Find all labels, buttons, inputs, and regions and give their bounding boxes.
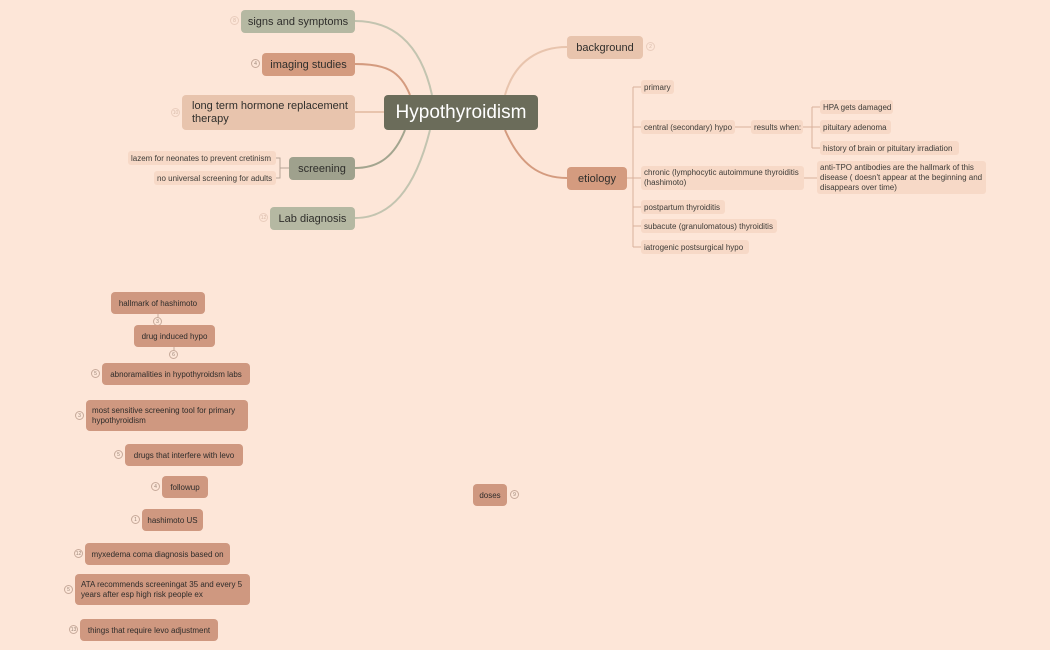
floating-topic[interactable]: myxedema coma diagnosis based on: [85, 543, 230, 565]
collapsed-count-badge[interactable]: 5: [91, 369, 100, 378]
collapsed-count-badge[interactable]: 4: [251, 59, 260, 68]
topic-lab-diagnosis[interactable]: Lab diagnosis: [270, 207, 355, 230]
floating-topic[interactable]: most sensitive screening tool for primar…: [86, 400, 248, 431]
etiology-item-subacute[interactable]: subacute (granulomatous) thyroiditis: [641, 219, 777, 233]
etiology-item-primary[interactable]: primary: [641, 80, 674, 94]
etiology-item-central[interactable]: central (secondary) hypo: [641, 120, 735, 134]
link-imaging: [354, 63, 411, 96]
collapsed-count-badge[interactable]: 5: [114, 450, 123, 459]
topic-background[interactable]: background: [567, 36, 643, 59]
floating-topic[interactable]: hashimoto US: [142, 509, 203, 531]
screening-item[interactable]: no universal screening for adults: [154, 171, 276, 185]
results-item[interactable]: HPA gets damaged: [820, 100, 893, 114]
topic-screening[interactable]: screening: [289, 157, 355, 180]
screening-item[interactable]: lazem for neonates to prevent cretinism: [128, 151, 276, 165]
etiology-item-postpartum[interactable]: postpartum thyroiditis: [641, 200, 725, 214]
root-topic-hypothyroidism[interactable]: Hypothyroidism: [384, 95, 538, 130]
results-item[interactable]: pituitary adenoma: [820, 120, 891, 134]
link-signs: [354, 20, 433, 96]
link-etiology: [504, 129, 568, 179]
floating-topic[interactable]: drugs that interfere with levo: [125, 444, 243, 466]
etiology-item-iatrogenic[interactable]: iatrogenic postsurgical hypo: [641, 240, 749, 254]
results-item[interactable]: history of brain or pituitary irradiatio…: [820, 141, 959, 155]
collapsed-count-badge[interactable]: 12: [259, 213, 268, 222]
link-screening: [354, 129, 406, 169]
etiology-item-chronic[interactable]: chronic (lymphocytic autoimmune thyroidi…: [641, 166, 804, 190]
collapsed-count-badge[interactable]: 1: [131, 515, 140, 524]
collapsed-count-badge[interactable]: 9: [510, 490, 519, 499]
collapsed-count-badge[interactable]: 2: [646, 42, 655, 51]
chronic-anti-tpo-note[interactable]: anti-TPO antibodies are the hallmark of …: [817, 161, 986, 194]
topic-etiology[interactable]: etiology: [567, 167, 627, 190]
collapsed-count-badge[interactable]: 8: [230, 16, 239, 25]
collapsed-count-badge[interactable]: 5: [64, 585, 73, 594]
central-results-when[interactable]: results when:: [751, 120, 803, 134]
collapsed-count-badge[interactable]: 10: [171, 108, 180, 117]
link-lab: [354, 129, 431, 219]
collapsed-count-badge[interactable]: 13: [69, 625, 78, 634]
floating-topic[interactable]: things that require levo adjustment: [80, 619, 218, 641]
floating-topic[interactable]: abnoramalities in hypothyroidsm labs: [102, 363, 250, 385]
floating-topic[interactable]: hallmark of hashimoto: [111, 292, 205, 314]
collapsed-count-badge[interactable]: 4: [151, 482, 160, 491]
collapsed-count-badge[interactable]: 12: [74, 549, 83, 558]
topic-imaging-studies[interactable]: imaging studies: [262, 53, 355, 76]
collapsed-count-badge[interactable]: 6: [169, 350, 178, 359]
floating-topic-doses[interactable]: doses: [473, 484, 507, 506]
floating-topic[interactable]: followup: [162, 476, 208, 498]
link-background: [504, 46, 568, 96]
topic-long-term-hrt[interactable]: long term hormone replacement therapy: [182, 95, 355, 130]
floating-topic[interactable]: ATA recommends screeningat 35 and every …: [75, 574, 250, 605]
topic-signs-and-symptoms[interactable]: signs and symptoms: [241, 10, 355, 33]
floating-topic[interactable]: drug induced hypo: [134, 325, 215, 347]
collapsed-count-badge[interactable]: 3: [75, 411, 84, 420]
